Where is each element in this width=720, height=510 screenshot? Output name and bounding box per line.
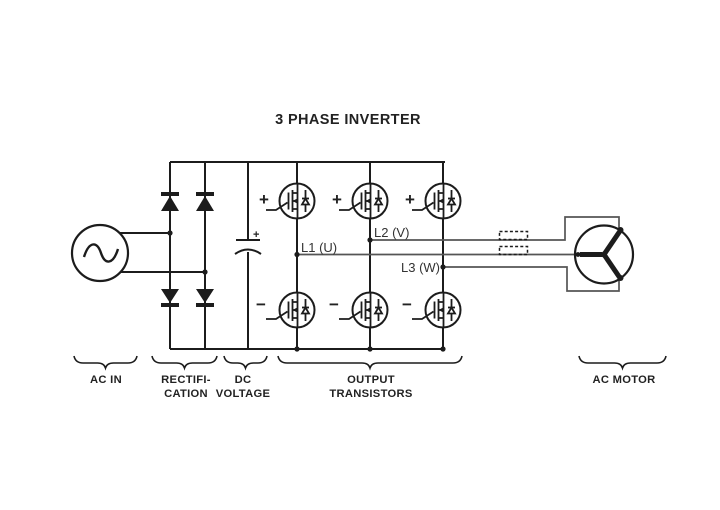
diode-icon <box>159 192 181 213</box>
phase-l3-label: L3 (W) <box>401 260 440 275</box>
phase-outputs: L1 (U) L2 (V) L3 (W) <box>297 216 620 292</box>
section-label-rectification-1: RECTIFI- <box>161 374 211 386</box>
sine-wave-icon <box>82 243 120 263</box>
diode-icon <box>194 192 216 213</box>
phase-l1-label: L1 (U) <box>301 240 337 255</box>
section-label-ac-motor: AC MOTOR <box>592 374 655 386</box>
diagram-title: 3 PHASE INVERTER <box>275 112 421 128</box>
capacitor-plate-bottom <box>234 248 262 255</box>
diode-icon <box>194 287 216 307</box>
junction-dot <box>575 252 581 257</box>
junction-dot <box>440 264 446 270</box>
section-label-output-transistors-1: OUTPUT <box>347 374 395 386</box>
ferrite-box-icon <box>498 245 529 256</box>
section-label-output-transistors-2: TRANSISTORS <box>329 388 413 400</box>
plus-label: + <box>332 190 342 209</box>
junction-dot <box>617 275 624 281</box>
minus-label: − <box>329 295 339 314</box>
junction-dot <box>202 269 208 275</box>
section-label-rectification-2: CATION <box>164 388 208 400</box>
brace-icon <box>73 355 138 371</box>
junctions <box>167 230 446 352</box>
junction-dot <box>601 251 607 258</box>
junction-dot <box>440 346 446 352</box>
motor-winding-lower <box>601 253 623 280</box>
junction-dot <box>617 227 624 233</box>
phase-l2-label: L2 (V) <box>374 225 409 240</box>
igbt-transistor-icon <box>411 182 462 220</box>
igbt-transistor-icon <box>338 291 389 329</box>
motor-winding-upper <box>601 229 623 256</box>
section-labels: AC IN RECTIFI- CATION DC VOLTAGE OUTPUT … <box>90 374 655 400</box>
section-label-dc-voltage-1: DC <box>235 374 252 386</box>
igbt-transistor-icon <box>265 291 316 329</box>
dc-bus <box>170 161 445 350</box>
igbt-transistor-icon <box>338 182 389 220</box>
junction-dot <box>367 346 373 352</box>
brace-icon <box>578 355 667 371</box>
brace-icon <box>223 355 268 371</box>
capacitor-plus-label: + <box>253 229 259 241</box>
section-braces <box>73 355 667 371</box>
diode-icon <box>159 287 181 307</box>
rectifier-bridge <box>159 162 216 349</box>
ferrite-box-icon <box>498 230 529 241</box>
junction-dot <box>294 251 300 258</box>
junction-dot <box>294 346 300 352</box>
section-label-ac-in: AC IN <box>90 374 122 386</box>
ac-motor <box>573 224 635 285</box>
junction-dot <box>367 237 373 243</box>
igbt-transistor-icon <box>265 182 316 220</box>
plus-label: + <box>405 190 415 209</box>
brace-icon <box>151 355 218 371</box>
brace-icon <box>277 355 463 371</box>
dc-link-capacitor: + <box>234 162 262 349</box>
igbt-transistor-icon <box>411 291 462 329</box>
minus-label: − <box>402 295 412 314</box>
output-transistors: + + + − − − <box>256 182 462 329</box>
minus-label: − <box>256 295 266 314</box>
ac-source <box>70 223 205 283</box>
junction-dot <box>167 230 173 236</box>
section-label-dc-voltage-2: VOLTAGE <box>216 388 271 400</box>
plus-label: + <box>259 190 269 209</box>
